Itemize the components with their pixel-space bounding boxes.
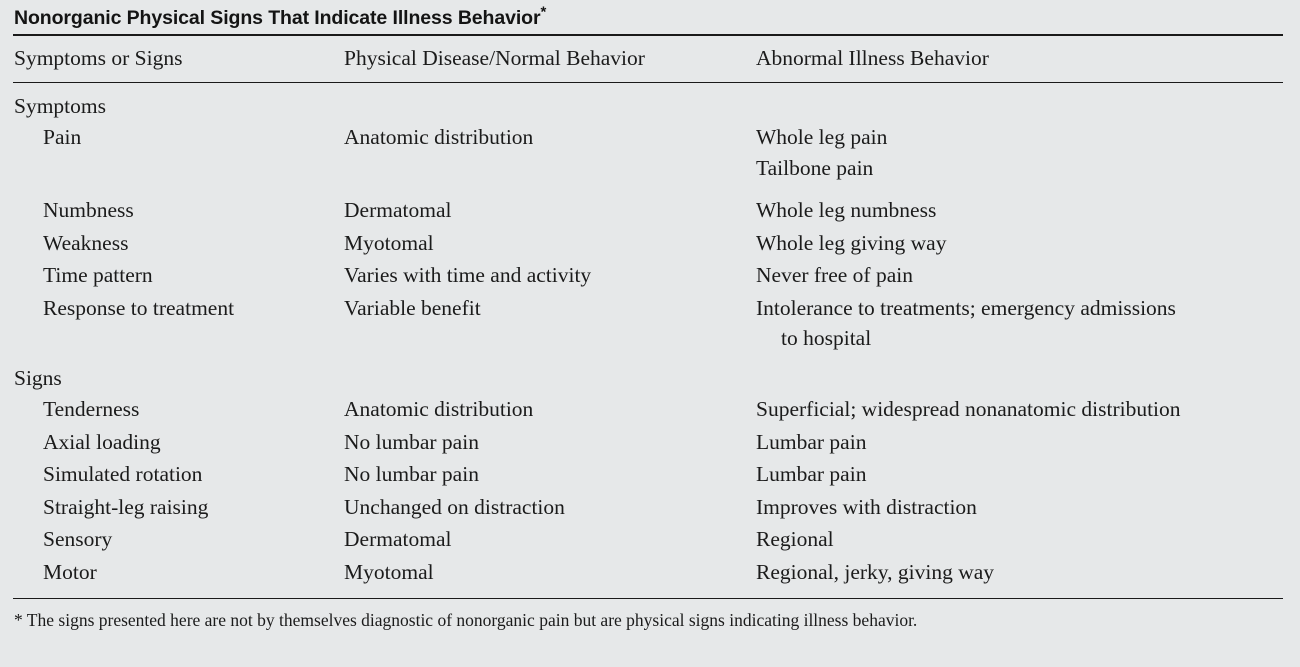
cell-sign: Time pattern [43, 263, 153, 287]
group-label-signs: Signs [14, 365, 62, 390]
table-row: Straight-leg raising Unchanged on distra… [0, 491, 1300, 524]
cell-sign: Numbness [43, 198, 134, 222]
cell-physical: Myotomal [344, 559, 434, 584]
table-body-wrap: Symptoms or Signs Physical Disease/Norma… [0, 36, 1300, 82]
cell-abnormal: Whole leg giving way [756, 230, 947, 255]
group-label-symptoms: Symptoms [14, 93, 106, 118]
table-row: Simulated rotation No lumbar pain Lumbar… [0, 458, 1300, 491]
cell-sign: Straight-leg raising [43, 494, 209, 519]
cell-sign: Sensory [43, 527, 113, 551]
cell-abnormal-line1: Intolerance to treatments; emergency adm… [756, 295, 1176, 320]
cell-abnormal: Intolerance to treatments; emergency adm… [755, 292, 1300, 355]
cell-sign: Response to treatment [43, 295, 235, 320]
cell-abnormal-line2: to hospital [781, 326, 872, 350]
cell-physical: Unchanged on distraction [344, 494, 565, 519]
table-row: Numbness Dermatomal Whole leg numbness [0, 194, 1300, 227]
cell-abnormal: Never free of pain [756, 263, 913, 287]
table-row: Response to treatment Variable benefit I… [0, 292, 1300, 355]
cell-physical: Dermatomal [344, 527, 452, 551]
cell-abnormal-line2: Tailbone pain [756, 155, 874, 180]
group-header-row-signs: Signs [0, 355, 1300, 394]
column-header-abnormal-illness: Abnormal Illness Behavior [756, 46, 989, 70]
rule-top [13, 34, 1283, 36]
cell-abnormal: Regional, jerky, giving way [756, 559, 995, 584]
cell-physical: No lumbar pain [344, 462, 479, 486]
table-row: Sensory Dermatomal Regional [0, 523, 1300, 556]
table-data-wrap: Symptoms Pain Anatomic distribution Whol… [0, 83, 1300, 599]
column-header-symptoms-or-signs: Symptoms or Signs [14, 46, 183, 70]
cell-abnormal: Superficial; widespread nonanatomic dist… [756, 397, 1181, 421]
column-header-physical-disease: Physical Disease/Normal Behavior [344, 46, 645, 70]
group-header-row-symptoms: Symptoms [0, 83, 1300, 122]
cell-abnormal: Lumbar pain [756, 462, 867, 486]
signs-table: Symptoms or Signs Physical Disease/Norma… [0, 36, 1300, 82]
rule-bottom [13, 598, 1283, 599]
rule-under-header [13, 81, 1283, 83]
table-row: Axial loading No lumbar pain Lumbar pain [0, 426, 1300, 459]
cell-abnormal: Improves with distraction [756, 494, 977, 519]
title-footnote-marker: * [540, 3, 547, 21]
cell-physical: Myotomal [344, 230, 434, 255]
cell-sign: Motor [43, 559, 97, 584]
table-row: Motor Myotomal Regional, jerky, giving w… [0, 556, 1300, 599]
table-title: Nonorganic Physical Signs That Indicate … [14, 3, 1286, 30]
table-row: Tenderness Anatomic distribution Superfi… [0, 393, 1300, 426]
cell-sign: Pain [43, 125, 82, 149]
table-header-row: Symptoms or Signs Physical Disease/Norma… [0, 36, 1300, 82]
cell-abnormal: Whole leg numbness [756, 198, 937, 222]
table-title-text: Nonorganic Physical Signs That Indicate … [14, 7, 541, 29]
cell-physical: Anatomic distribution [344, 397, 534, 421]
table-footnote: * The signs presented here are not by th… [14, 610, 918, 630]
table-row: Weakness Myotomal Whole leg giving way [0, 227, 1300, 260]
cell-physical: No lumbar pain [344, 429, 479, 454]
cell-physical: Anatomic distribution [344, 125, 534, 149]
table-row: Time pattern Varies with time and activi… [0, 259, 1300, 292]
cell-physical: Varies with time and activity [344, 263, 592, 287]
title-bar: Nonorganic Physical Signs That Indicate … [0, 0, 1300, 34]
cell-sign: Weakness [43, 230, 129, 255]
cell-abnormal: Regional [756, 527, 834, 551]
cell-physical: Dermatomal [344, 198, 452, 222]
cell-sign: Simulated rotation [43, 462, 203, 486]
signs-table-body: Symptoms Pain Anatomic distribution Whol… [0, 83, 1300, 599]
cell-physical: Variable benefit [344, 295, 481, 320]
cell-abnormal: Lumbar pain [756, 429, 867, 454]
cell-sign: Tenderness [43, 397, 140, 421]
cell-sign: Axial loading [43, 429, 161, 454]
table-row: Pain Anatomic distribution Whole leg pai… [0, 121, 1300, 194]
cell-abnormal-line1: Whole leg pain [756, 125, 888, 149]
